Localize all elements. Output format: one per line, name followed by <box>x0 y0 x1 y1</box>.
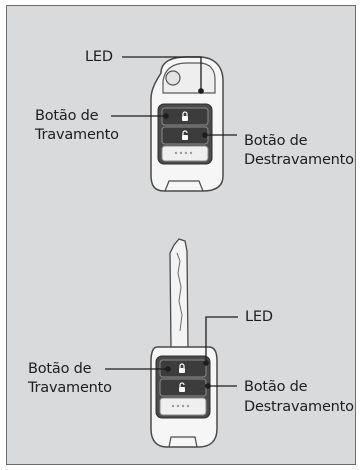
lock-icon <box>182 111 188 121</box>
bottom-unlock-label-line1: Botão de <box>244 379 308 395</box>
bottom-led-label: LED <box>245 309 273 325</box>
top-lock-label-line2: Travamento <box>35 127 119 143</box>
panic-dots-icon <box>174 151 193 155</box>
top-leader-lines <box>111 56 237 138</box>
key-fob-diagram: LED Botão de Travamento Botão de Destrav… <box>6 5 356 465</box>
top-lock-label-line1: Botão de <box>35 108 99 124</box>
bottom-unlock-label-line2: Destravamento <box>244 399 354 415</box>
key-bottom-slot <box>168 436 198 448</box>
unlock-icon <box>182 130 188 140</box>
top-unlock-label-line1: Botão de <box>244 133 308 149</box>
flip-key-illustration <box>150 56 224 192</box>
top-led-label: LED <box>85 49 113 65</box>
bottom-lock-label-line1: Botão de <box>28 361 92 377</box>
top-unlock-label-line2: Destravamento <box>244 152 354 168</box>
blade-groove <box>176 252 183 332</box>
release-button <box>165 70 181 86</box>
fob-bottom-edge <box>164 180 204 192</box>
folded-blade <box>162 62 216 94</box>
blade-key-illustration <box>150 238 218 448</box>
bottom-lock-label-line2: Travamento <box>28 380 112 396</box>
bottom-leader-lines <box>105 316 238 389</box>
key-blade <box>169 238 189 350</box>
key-unlock-icon <box>179 382 185 392</box>
key-lock-icon <box>179 363 185 373</box>
key-panic-dots-icon <box>171 404 190 408</box>
